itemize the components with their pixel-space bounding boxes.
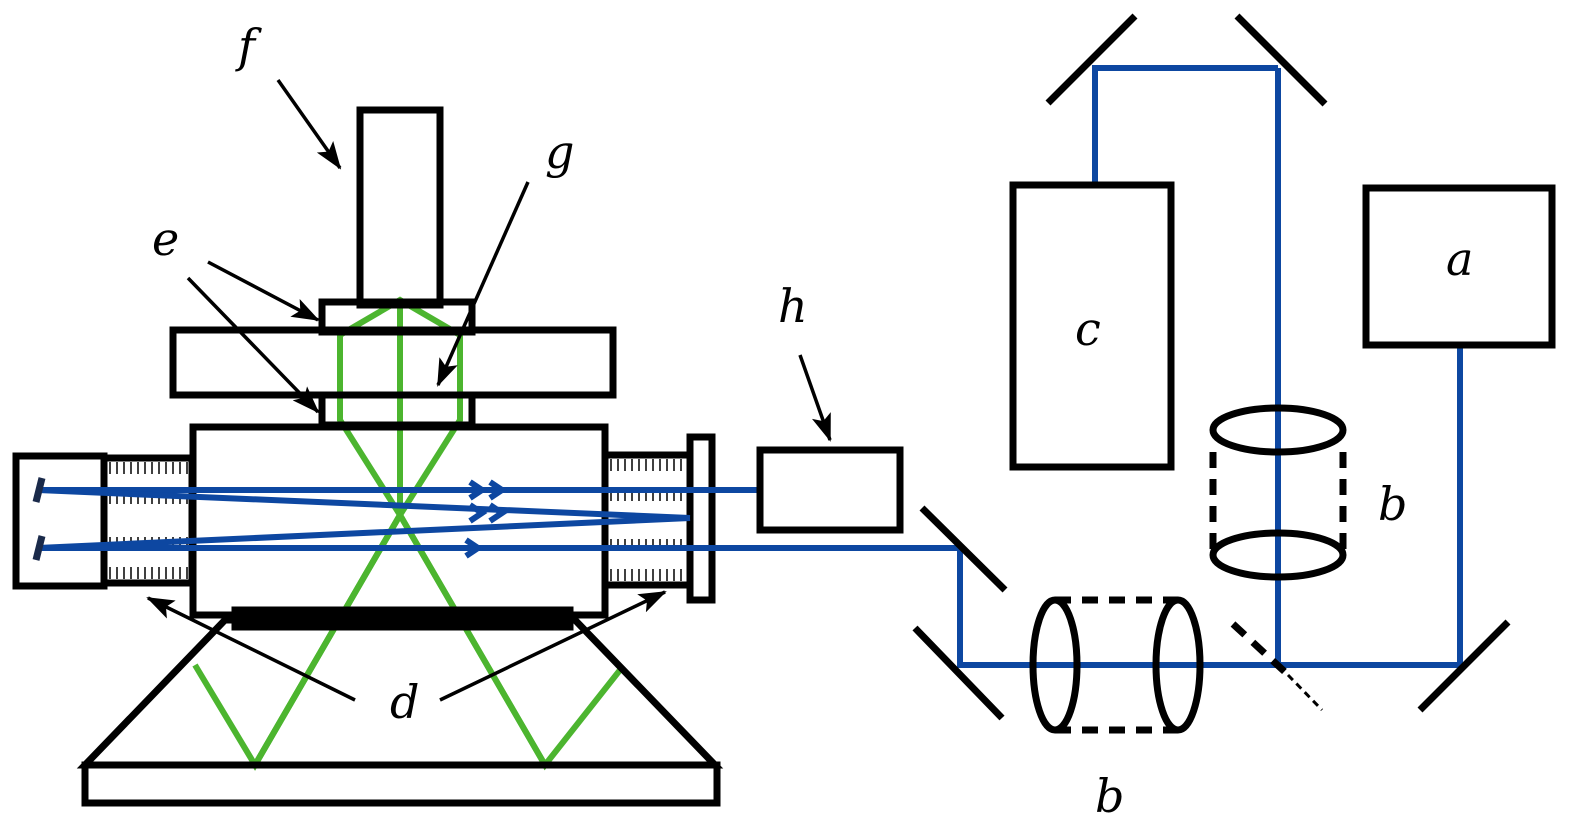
detector-h: [756, 446, 904, 534]
arrow-g: [436, 181, 530, 387]
label-arrows: [146, 78, 832, 702]
arrow-h: [798, 354, 832, 442]
label-e: e: [152, 212, 179, 266]
mirror-2: [912, 625, 1005, 721]
label-f: f: [235, 19, 262, 73]
label-g: g: [545, 125, 574, 179]
microscope-body: [12, 106, 724, 807]
left-mirror-mount: [12, 452, 108, 590]
right-mirror-mount: [686, 433, 716, 604]
arrow-e-top: [207, 260, 320, 322]
labels: f g e h d c a b b: [152, 19, 1473, 823]
lens-b-vertical-bottom: [1209, 529, 1347, 581]
lens-b-vertical-top: [1209, 404, 1347, 456]
arrow-d-left: [146, 596, 356, 702]
mirror-4: [1234, 13, 1328, 107]
laser-source-c: [1009, 181, 1175, 471]
mirror-3: [1045, 13, 1138, 106]
label-d: d: [390, 675, 419, 729]
beam-splitter: [1230, 621, 1288, 675]
left-bellows: [100, 454, 196, 587]
stage-plate: [169, 326, 617, 399]
bellows-hatching: [109, 459, 682, 581]
base-plate: [81, 761, 721, 807]
label-a: a: [1446, 232, 1473, 286]
arrow-f: [276, 78, 342, 170]
label-b-horizontal: b: [1095, 769, 1124, 823]
label-b-vertical: b: [1378, 477, 1407, 531]
label-h: h: [778, 279, 808, 333]
arrow-d-right: [439, 590, 667, 702]
detector-f-housing: [356, 106, 444, 309]
blue-beam-paths: [32, 65, 1463, 668]
mirror-1: [919, 505, 1008, 593]
label-c: c: [1075, 302, 1101, 356]
arrow-e-bottom: [186, 276, 320, 414]
right-optics: [756, 13, 1556, 734]
laser-source-a: [1362, 184, 1556, 349]
mirror-5: [1417, 619, 1511, 713]
